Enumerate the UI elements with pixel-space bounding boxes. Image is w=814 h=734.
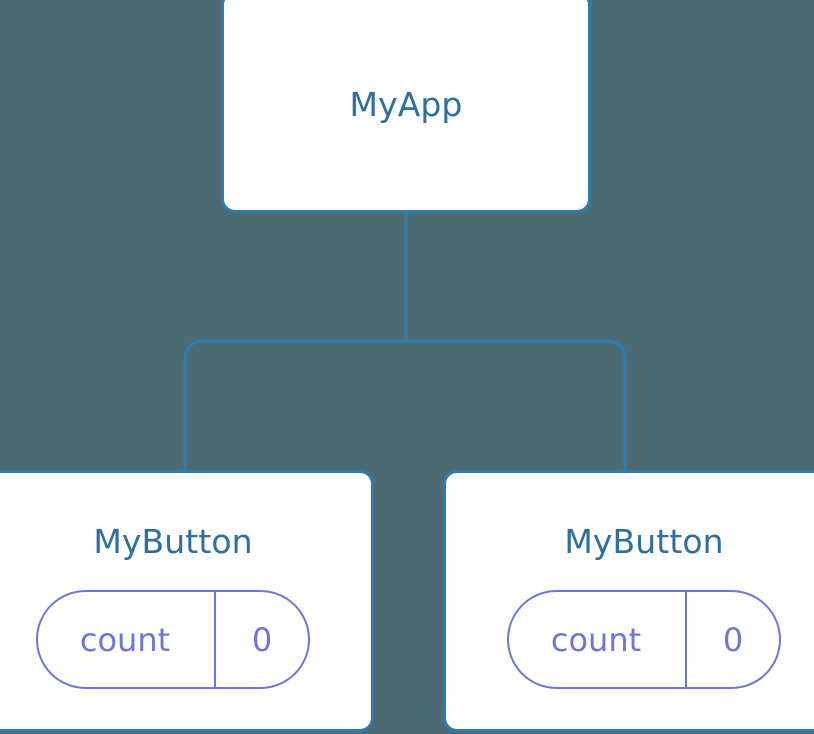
tree-node-child-1[interactable]: MyButton count 0 [443, 470, 814, 732]
state-pill[interactable]: count 0 [507, 590, 781, 689]
tree-node-root[interactable]: MyApp [221, 0, 591, 213]
tree-node-child-0[interactable]: MyButton count 0 [0, 470, 374, 732]
connector-branch-right [406, 339, 627, 471]
state-value: 0 [214, 592, 308, 687]
connector-branch-left [183, 339, 406, 471]
state-value: 0 [685, 592, 779, 687]
node-label: MyButton [564, 522, 724, 561]
state-key: count [550, 620, 642, 659]
state-key: count [79, 620, 171, 659]
state-pill[interactable]: count 0 [36, 590, 310, 689]
node-label: MyApp [349, 84, 463, 124]
node-label: MyButton [93, 522, 253, 561]
